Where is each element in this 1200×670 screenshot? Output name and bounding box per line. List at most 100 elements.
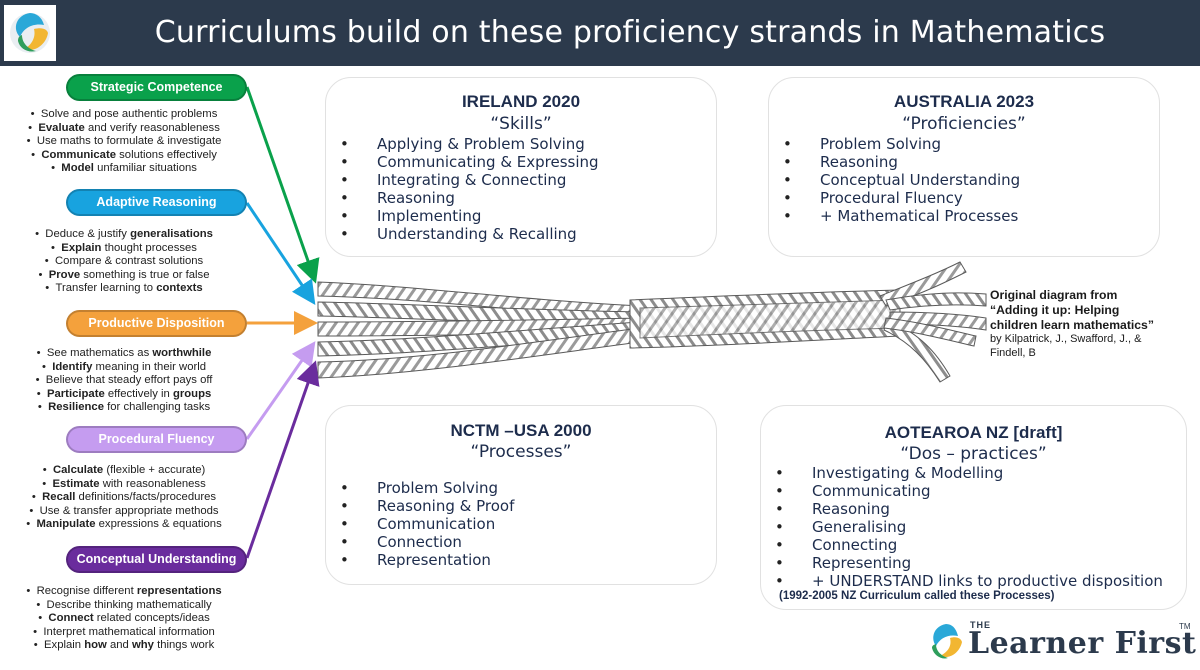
bullet-dot: • bbox=[340, 515, 349, 533]
strand-item-text: (flexible + accurate) bbox=[103, 464, 206, 476]
strand-item: Estimate with reasonableness bbox=[0, 478, 248, 492]
card-list-item: •Communicating & Expressing bbox=[340, 153, 599, 171]
brand-trademark: TM bbox=[1179, 622, 1191, 631]
strand-item: Use maths to formulate & investigate bbox=[0, 135, 248, 149]
card-list-text: Conceptual Understanding bbox=[820, 171, 1021, 189]
card-list-item: •Problem Solving bbox=[783, 135, 1020, 153]
strand-pill-conceptual: Conceptual Understanding bbox=[66, 546, 247, 573]
card-list-item: •Connection bbox=[340, 533, 514, 551]
card-list: •Applying & Problem Solving•Communicatin… bbox=[340, 135, 599, 243]
card-list-text: Connecting bbox=[812, 536, 898, 554]
credit-line: Original diagram from bbox=[990, 288, 1118, 302]
strand-item-keyword: Evaluate bbox=[38, 121, 85, 134]
strand-list-conceptual: Recognise different representationsDescr… bbox=[0, 585, 248, 653]
strand-item-keyword: Resilience bbox=[48, 401, 104, 414]
bullet-dot: • bbox=[775, 572, 784, 590]
strand-item-text: Compare & contrast solutions bbox=[55, 255, 204, 268]
strand-item-keyword: Recall bbox=[42, 491, 76, 504]
strand-item-text: and verify reasonableness bbox=[84, 121, 220, 134]
card-subtitle: “Dos – practices” bbox=[900, 444, 1047, 464]
bullet-dot: • bbox=[340, 171, 349, 189]
strand-label: Strategic Competence bbox=[90, 80, 223, 94]
strand-item-keyword: Estimate bbox=[52, 477, 100, 490]
strand-label: Productive Disposition bbox=[88, 316, 225, 330]
card-list-item: •Communicating bbox=[775, 482, 1163, 500]
strand-item-text: Solve and pose authentic problems bbox=[40, 108, 218, 120]
card-title: AOTEAROA NZ [draft] bbox=[884, 423, 1063, 442]
strand-pill-procedural: Procedural Fluency bbox=[66, 426, 247, 453]
strand-item-text: solutions effectively bbox=[116, 148, 217, 161]
card-list-text: Representation bbox=[377, 551, 491, 569]
card-nz: AOTEAROA NZ [draft] “Dos – practices” •I… bbox=[760, 405, 1187, 610]
card-list-text: Investigating & Modelling bbox=[812, 464, 1004, 482]
card-list-text: Representing bbox=[812, 554, 912, 572]
card-list-text: Communication bbox=[377, 515, 496, 533]
card-list-text: Generalising bbox=[812, 518, 907, 536]
strand-item: Describe thinking mathematically bbox=[0, 599, 248, 613]
strand-item-keyword: Participate bbox=[46, 387, 105, 400]
header-logo bbox=[4, 5, 56, 61]
card-subtitle: “Skills” bbox=[490, 114, 552, 134]
bullet-dot: • bbox=[775, 536, 784, 554]
card-title: IRELAND 2020 bbox=[461, 92, 581, 111]
strand-item-keyword: Calculate bbox=[52, 464, 104, 476]
strand-label: Procedural Fluency bbox=[98, 432, 215, 446]
strand-item: Connect related concepts/ideas bbox=[0, 612, 248, 626]
strand-label: Conceptual Understanding bbox=[76, 552, 237, 566]
strand-item-keyword: representations bbox=[136, 585, 222, 597]
strand-pill-adaptive: Adaptive Reasoning bbox=[66, 189, 247, 216]
card-ireland: IRELAND 2020 “Skills” •Applying & Proble… bbox=[325, 77, 717, 257]
strand-item-text: expressions & equations bbox=[95, 518, 222, 531]
strand-item: See mathematics as worthwhile bbox=[0, 347, 248, 361]
strand-item-text: effectively in bbox=[104, 387, 173, 400]
bullet-dot: • bbox=[340, 225, 349, 243]
card-list-text: Reasoning bbox=[820, 153, 898, 171]
strand-item: Manipulate expressions & equations bbox=[0, 518, 248, 532]
strand-item-text: something is true or false bbox=[80, 268, 210, 281]
bullet-dot: • bbox=[783, 153, 792, 171]
source-credit: Original diagram from “Adding it up: Hel… bbox=[990, 288, 1195, 360]
card-list-item: •+ Mathematical Processes bbox=[783, 207, 1020, 225]
card-list-text: Problem Solving bbox=[820, 135, 942, 153]
strand-list-productive: See mathematics as worthwhileIdentify me… bbox=[0, 347, 248, 415]
card-list-item: •Problem Solving bbox=[340, 479, 514, 497]
card-list-item: •Applying & Problem Solving bbox=[340, 135, 599, 153]
brand-name: Learner First bbox=[968, 626, 1197, 661]
strand-item: Identify meaning in their world bbox=[0, 361, 248, 375]
card-list-item: •+ UNDERSTAND links to productive dispos… bbox=[775, 572, 1163, 590]
bullet-dot: • bbox=[783, 207, 792, 225]
strand-item-text: with reasonableness bbox=[99, 477, 206, 490]
card-australia: AUSTRALIA 2023 “Proficiencies” •Problem … bbox=[768, 77, 1160, 257]
card-list-text: Connection bbox=[377, 533, 462, 551]
strand-item: Interpret mathematical information bbox=[0, 626, 248, 640]
card-list-item: • Communication bbox=[340, 515, 514, 533]
strand-item: Transfer learning to contexts bbox=[0, 282, 248, 296]
strand-item: Solve and pose authentic problems bbox=[0, 108, 248, 122]
bullet-dot: • bbox=[340, 153, 349, 171]
strand-item-text: unfamiliar situations bbox=[93, 162, 197, 175]
card-list-item: •Investigating & Modelling bbox=[775, 464, 1163, 482]
card-note: (1992-2005 NZ Curriculum called these Pr… bbox=[779, 590, 1055, 602]
strand-item-keyword: Prove bbox=[48, 268, 81, 281]
swirl-logo-icon bbox=[10, 13, 50, 53]
strand-item-text: Explain bbox=[44, 639, 85, 652]
arrow-procedural-fluency bbox=[245, 341, 316, 440]
rope-strands bbox=[317, 261, 987, 383]
strand-pill-strategic: Strategic Competence bbox=[66, 74, 247, 101]
strand-item: Explain thought processes bbox=[0, 242, 248, 256]
strand-item: Deduce & justify generalisations bbox=[0, 228, 248, 242]
strand-item-keyword: groups bbox=[172, 387, 212, 400]
strand-item: Recall definitions/facts/procedures bbox=[0, 491, 248, 505]
bullet-dot: • bbox=[340, 135, 349, 153]
bullet-dot: • bbox=[340, 479, 349, 497]
strand-list-adaptive: Deduce & justify generalisationsExplain … bbox=[0, 228, 248, 296]
strand-item-text: for challenging tasks bbox=[104, 401, 211, 414]
page-title: Curriculums build on these proficiency s… bbox=[154, 15, 1106, 50]
strand-item-text: Transfer learning to bbox=[55, 282, 157, 295]
card-list-item: •Reasoning & Proof bbox=[340, 497, 514, 515]
card-list-item: •Generalising bbox=[775, 518, 1163, 536]
card-subtitle: “Processes” bbox=[470, 442, 572, 462]
card-list-item: •Representation bbox=[340, 551, 514, 569]
strand-list-procedural: Calculate (flexible + accurate) Estimate … bbox=[0, 464, 248, 532]
